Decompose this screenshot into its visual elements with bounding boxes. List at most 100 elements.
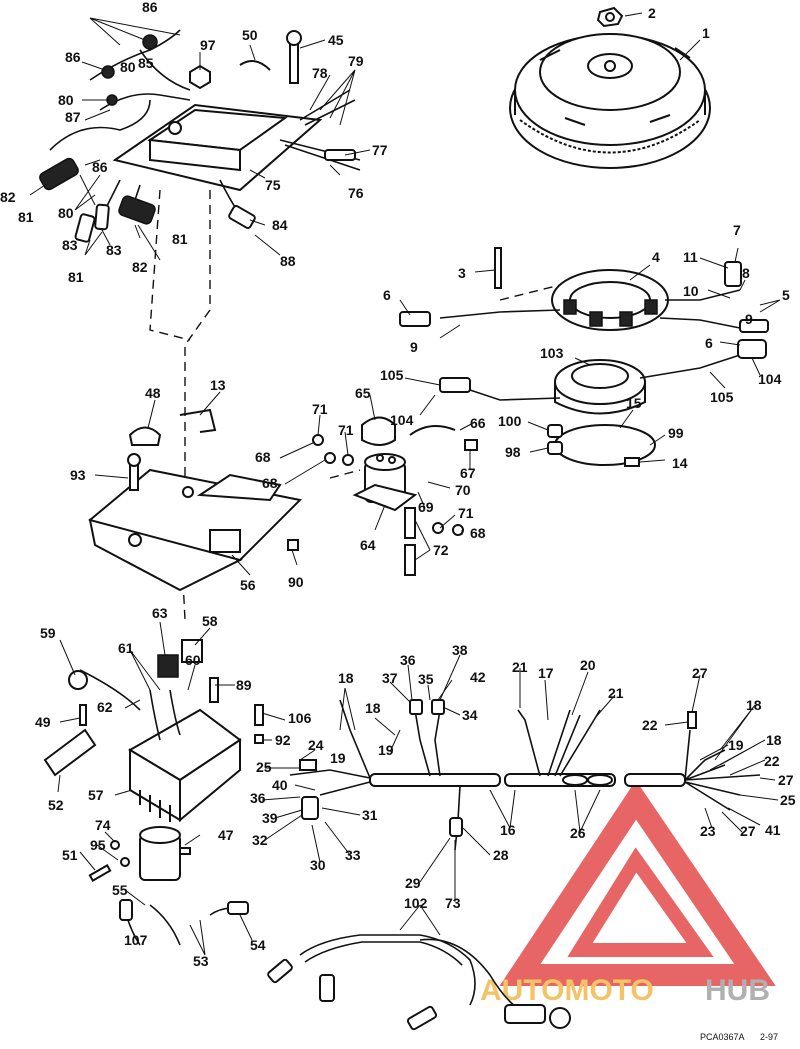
callout-77: 77 [372, 142, 388, 158]
callout-100: 100 [498, 413, 522, 429]
callout-66: 66 [470, 415, 486, 431]
callout-98: 98 [505, 444, 521, 460]
figure-footer: PCA0367A 2-97 [700, 1032, 778, 1042]
callout-32: 32 [252, 832, 268, 848]
callout-61: 61 [118, 640, 134, 656]
callout-34: 34 [462, 707, 478, 723]
callout-86c: 86 [92, 159, 108, 175]
callout-93: 93 [70, 467, 86, 483]
module-mounting-plate [88, 468, 303, 592]
callout-73: 73 [445, 895, 461, 911]
callout-27c: 27 [740, 823, 756, 839]
callout-74: 74 [95, 817, 111, 833]
callout-7: 7 [733, 222, 741, 238]
callout-27b: 27 [778, 772, 794, 788]
callout-64: 64 [360, 537, 376, 553]
callout-40: 40 [272, 777, 288, 793]
callout-58: 58 [202, 613, 218, 629]
callout-60: 60 [185, 652, 201, 668]
callout-18b: 18 [365, 700, 381, 716]
callout-68b: 68 [262, 475, 278, 491]
callout-88: 88 [280, 253, 296, 269]
callout-1: 1 [702, 25, 710, 41]
callout-72: 72 [433, 542, 449, 558]
callout-45: 45 [328, 32, 344, 48]
watermark-brand-part1: AUTOMOTO [480, 974, 654, 1007]
callout-49: 49 [35, 714, 51, 730]
callout-9: 9 [410, 339, 418, 355]
callout-42: 42 [470, 669, 486, 685]
callout-84: 84 [272, 217, 288, 233]
callout-80b: 80 [58, 92, 74, 108]
callout-16: 16 [500, 822, 516, 838]
watermark-triangle-logo [499, 780, 776, 986]
callout-19c: 19 [728, 737, 744, 753]
callout-18d: 18 [766, 732, 782, 748]
callout-68: 68 [255, 449, 271, 465]
flywheel [509, 33, 711, 169]
spark-plug-connectors [39, 149, 356, 243]
callout-86: 86 [142, 0, 158, 15]
callout-20: 20 [580, 657, 596, 673]
rectifier-heat-sink [43, 639, 264, 823]
callout-8: 8 [742, 265, 750, 281]
callout-37: 37 [382, 670, 398, 686]
callout-51: 51 [62, 847, 78, 863]
callout-50: 50 [242, 27, 258, 43]
callout-22b: 22 [764, 753, 780, 769]
callout-35: 35 [418, 671, 434, 687]
figure-date: 2-97 [760, 1032, 778, 1042]
callout-labels: 1 2 3 4 5 6 6 7 8 9 9 10 11 13 14 15 16 … [0, 0, 796, 969]
callout-79: 79 [348, 53, 364, 69]
callout-31: 31 [362, 807, 378, 823]
callout-54: 54 [250, 937, 266, 953]
callout-10: 10 [683, 283, 699, 299]
callout-82b: 82 [132, 259, 148, 275]
callout-11: 11 [683, 249, 698, 265]
callout-89: 89 [236, 677, 252, 693]
ignition-coil [88, 826, 249, 946]
callout-65: 65 [355, 385, 371, 401]
stator [399, 247, 769, 333]
module-mount-parts [101, 30, 302, 106]
callout-19b: 19 [330, 750, 346, 766]
figure-code: PCA0367A [700, 1032, 745, 1042]
callout-81: 81 [18, 209, 34, 225]
callout-82: 82 [0, 189, 16, 205]
main-wiring-harness [289, 699, 761, 851]
callout-52: 52 [48, 797, 64, 813]
callout-15: 15 [626, 395, 642, 411]
callout-4: 4 [652, 249, 660, 265]
callout-23: 23 [700, 823, 716, 839]
callout-leader-lines [29, 12, 781, 956]
callout-29: 29 [405, 875, 421, 891]
watermark-triangle-inner [567, 847, 714, 957]
callout-3: 3 [458, 265, 466, 281]
callout-95: 95 [90, 837, 106, 853]
callout-33: 33 [345, 847, 361, 863]
callout-25: 25 [256, 759, 272, 775]
callout-2: 2 [648, 5, 656, 21]
automotohub-watermark: AUTOMOTO HUB [480, 780, 776, 1007]
callout-102: 102 [404, 895, 428, 911]
callout-81c: 81 [68, 269, 84, 285]
callout-36: 36 [400, 652, 416, 668]
callout-22: 22 [642, 717, 658, 733]
callout-69: 69 [418, 499, 434, 515]
callout-63: 63 [152, 605, 168, 621]
callout-55: 55 [112, 882, 128, 898]
callout-27: 27 [692, 665, 708, 681]
callout-6b: 6 [705, 335, 713, 351]
callout-105: 105 [380, 367, 404, 383]
callout-85: 85 [138, 55, 154, 71]
battery-cables [267, 934, 571, 1031]
callout-26: 26 [570, 825, 586, 841]
callout-56: 56 [240, 577, 256, 593]
callout-107: 107 [124, 932, 148, 948]
callout-6: 6 [383, 287, 391, 303]
callout-53: 53 [193, 953, 209, 969]
callout-92: 92 [275, 732, 291, 748]
callout-80c: 80 [58, 205, 74, 221]
callout-21: 21 [512, 659, 528, 675]
